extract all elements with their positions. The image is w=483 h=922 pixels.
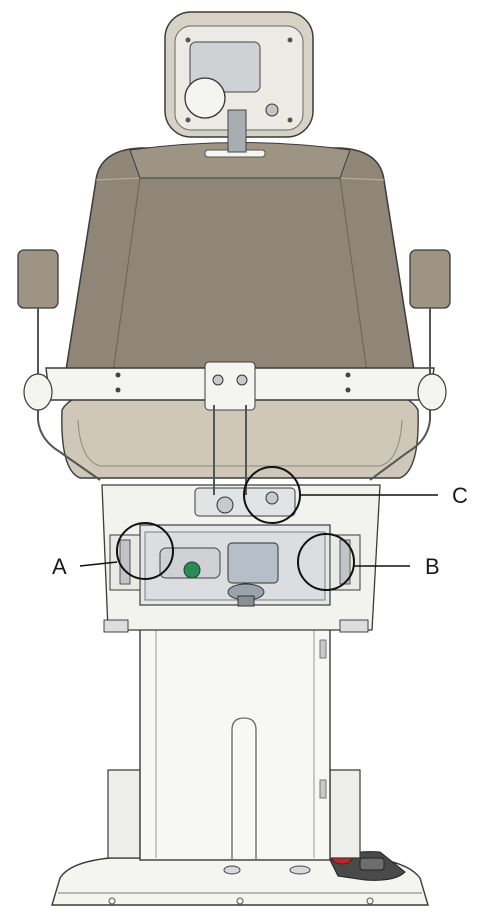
callout-label-a: A bbox=[52, 554, 67, 579]
callout-circle-b bbox=[297, 533, 355, 591]
headrest bbox=[164, 11, 314, 153]
left-armrest bbox=[17, 249, 101, 481]
leader-line-a bbox=[79, 561, 118, 567]
callout-label-c: C bbox=[452, 483, 468, 508]
lift-mechanism bbox=[101, 484, 381, 633]
right-armrest bbox=[369, 249, 451, 481]
pedestal-column bbox=[107, 604, 361, 861]
callout-label-b: B bbox=[425, 554, 440, 579]
backrest bbox=[65, 142, 415, 397]
callout-circle-a bbox=[116, 522, 174, 580]
